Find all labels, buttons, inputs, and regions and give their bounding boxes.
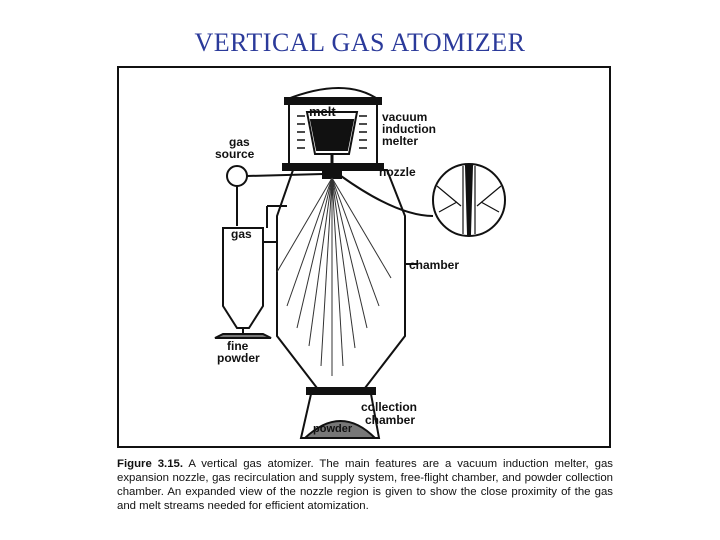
label-powder: powder (313, 423, 353, 435)
collection-chamber (299, 393, 381, 439)
label-collection: collection (361, 400, 417, 414)
label-chamber: chamber (409, 258, 459, 272)
nozzle-body (322, 167, 342, 179)
induction-coil (297, 115, 367, 149)
powder-heap (302, 420, 378, 439)
gas-recirculation-column (222, 227, 264, 329)
fine-powder-heap (214, 333, 272, 339)
label-induction: induction (382, 122, 436, 136)
figure-label: Figure 3.15. (117, 458, 184, 470)
figure-frame (117, 66, 611, 448)
detail-leader (340, 175, 434, 217)
atomizer-diagram: melt vacuum induction melter gas source … (214, 87, 506, 439)
label-gas: gas (231, 227, 252, 241)
melter-dome (284, 87, 380, 101)
label-gas-source-2: source (215, 147, 255, 161)
label-fine: fine (227, 339, 249, 353)
nozzle-detail-stream (464, 165, 474, 235)
figure-caption: Figure 3.15. A vertical gas atomizer. Th… (117, 457, 613, 513)
label-melt: melt (309, 104, 336, 119)
gas-source-tank (226, 165, 248, 187)
spray-cone (276, 177, 392, 376)
label-powder-fine: powder (217, 351, 260, 365)
label-nozzle: nozzle (379, 165, 416, 179)
label-gas-source-1: gas (229, 135, 250, 149)
melt-pool (309, 119, 355, 151)
caption-text: A vertical gas atomizer. The main featur… (117, 458, 614, 512)
slide-title: VERTICAL GAS ATOMIZER (194, 28, 526, 57)
label-vacuum: vacuum (382, 110, 427, 124)
label-melter: melter (382, 134, 418, 148)
label-collection-chamber: chamber (365, 413, 415, 427)
